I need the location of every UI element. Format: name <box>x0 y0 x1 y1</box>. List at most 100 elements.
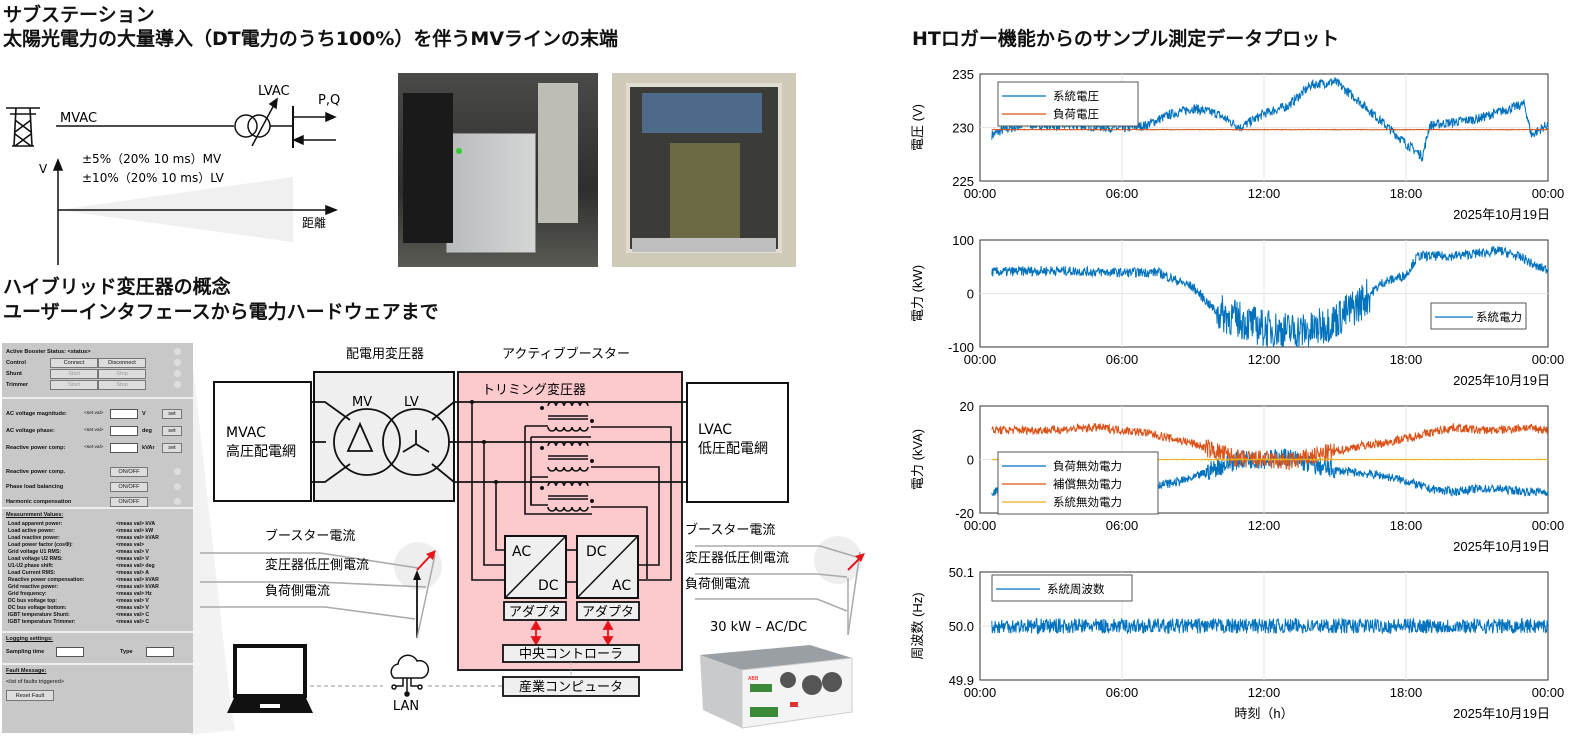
subtitle-concept: ユーザーインタフェースから電力ハードウェアまで <box>3 301 439 323</box>
reactive-comp-label: Reactive power comp: <box>6 444 66 451</box>
active-booster-label: アクティブブースター <box>502 346 630 362</box>
measurement-row: IGBT temperature Shunt:<meas val> C <box>8 612 189 619</box>
ac-magnitude-label: AC voltage magnitude: <box>6 410 67 417</box>
measurement-value: <meas val> kW <box>116 528 154 534</box>
unit-label: V <box>142 410 146 417</box>
measurement-label: Load apparent power: <box>8 521 63 527</box>
abb-logo: ABB <box>748 676 759 682</box>
measurement-value: <meas val> <box>116 542 144 548</box>
set-button[interactable]: set <box>162 425 182 436</box>
ac-magnitude-value: <set val> <box>84 411 104 416</box>
mv-tolerance: ±5%（20% 10 ms）MV <box>82 152 222 166</box>
connect-button[interactable]: Connect <box>50 357 98 368</box>
x-tick-label: 06:00 <box>1106 518 1139 533</box>
x-tick-label: 18:00 <box>1390 685 1423 700</box>
trimmer-start-button[interactable]: Start <box>50 379 98 390</box>
measurement-row: DC bus voltage top:<meas val> V <box>8 598 189 605</box>
legend-label: 系統無効電力 <box>1053 495 1122 509</box>
x-tick-label: 12:00 <box>1248 186 1281 201</box>
ac-label: AC <box>612 578 631 594</box>
trimmer-led <box>174 381 181 388</box>
toggle-label: Phase load balancing <box>6 483 64 490</box>
y-tick-label: 100 <box>952 233 974 248</box>
sampling-time-input[interactable] <box>56 647 84 657</box>
date-label: 2025年10月19日 <box>1453 706 1550 721</box>
ac-magnitude-input[interactable] <box>110 408 138 419</box>
measurement-value: <meas val> kVAR <box>116 535 159 541</box>
y-axis-label: 電力 (kW) <box>910 265 925 322</box>
load-current-label: 負荷側電流 <box>685 577 750 592</box>
transformer-lv-current-label: 変圧器低圧側電流 <box>685 550 789 566</box>
x-tick-label: 18:00 <box>1390 352 1423 367</box>
adapter-label: アダプタ <box>509 605 561 620</box>
mvac-label: MVAC <box>60 111 97 126</box>
shunt-label: Shunt <box>6 370 22 377</box>
legend-label: 系統電圧 <box>1053 89 1099 103</box>
measurement-row: Grid voltage U1 RMS:<meas val> V <box>8 549 189 556</box>
type-input[interactable] <box>146 647 174 657</box>
measurement-row: Load active power:<meas val> kW <box>8 528 189 535</box>
measurement-label: IGBT temperature Trimmer: <box>8 619 76 625</box>
booster-cabinet-photo <box>612 73 796 267</box>
measurement-label: Load reactive power: <box>8 535 60 541</box>
measurement-row: Grid frequency: <meas val> Hz <box>8 591 189 598</box>
reset-fault-button[interactable]: Reset Fault <box>6 690 54 701</box>
pq-label: P,Q <box>318 93 340 108</box>
measurement-value: <meas val> kVA <box>116 521 156 527</box>
trimmer-stop-button[interactable]: Stop <box>98 379 146 390</box>
measurement-row: Load reactive power: <meas val> kVAR <box>8 535 189 542</box>
measurement-row: Grid reactive power: <meas val> kVAR <box>8 584 189 591</box>
disconnect-button[interactable]: Disconnect <box>98 357 146 368</box>
legend-label: 補償無効電力 <box>1053 477 1122 491</box>
laptop-icon <box>227 644 313 713</box>
shunt-start-button[interactable]: Start <box>50 368 98 379</box>
mvac-grid-box <box>213 381 312 502</box>
measurement-value: <meas val> V <box>116 605 149 611</box>
industrial-computer-box <box>502 676 640 697</box>
reactive-comp-input[interactable] <box>110 442 138 453</box>
panel-shadow <box>190 340 235 735</box>
logging-title: Logging settings: <box>6 636 53 642</box>
measurement-value: <meas val> deg <box>116 563 155 569</box>
mvac-label: MVAC <box>226 425 266 441</box>
measurement-label: IGBT temperature Shunt: <box>8 612 70 618</box>
set-button[interactable]: set <box>162 408 182 419</box>
y-axis-label: 周波数 (Hz) <box>910 592 925 659</box>
date-label: 2025年10月19日 <box>1453 539 1550 554</box>
substation-photo <box>398 73 598 267</box>
measurement-value: <meas val> kVAR <box>116 584 159 590</box>
toggle-label: Harmonic compensation <box>6 498 72 505</box>
control-label: Control <box>6 359 26 366</box>
shunt-stop-button[interactable]: Stop <box>98 368 146 379</box>
measurement-value: <meas val> V <box>116 556 149 562</box>
y-tick-label: -20 <box>955 506 974 521</box>
phase-balancing-toggle[interactable]: ON/OFF <box>110 481 148 492</box>
ac-phase-input[interactable] <box>110 425 138 436</box>
measurement-label: Load voltage U2 RMS: <box>8 556 63 562</box>
measurement-label: Grid frequency: <box>8 591 47 597</box>
y-tick-label: 0 <box>967 287 974 302</box>
x-tick-label: 00:00 <box>1532 186 1565 201</box>
y-tick-label: 235 <box>952 67 974 82</box>
measurement-value: <meas val> Hz <box>116 591 152 597</box>
ac-phase-value: <set val> <box>84 428 104 433</box>
polarity-dots <box>470 400 594 503</box>
v-axis-label: V <box>39 162 48 176</box>
type-label: Type <box>120 649 133 655</box>
measurement-label: Grid reactive power: <box>8 584 59 590</box>
booster-current-label: ブースター電流 <box>685 522 775 538</box>
fault-title: Fault Message: <box>6 668 47 674</box>
set-button[interactable]: set <box>162 442 182 453</box>
legend-label: 系統周波数 <box>1047 582 1105 596</box>
y-tick-label: 49.9 <box>949 673 974 688</box>
x-tick-label: 12:00 <box>1248 518 1281 533</box>
measurement-row: Load voltage U2 RMS: <meas val> V <box>8 556 189 563</box>
lvac-jp-label: 低圧配電網 <box>698 441 768 457</box>
harmonic-comp-toggle[interactable]: ON/OFF <box>110 496 148 507</box>
reactive-comp-toggle[interactable]: ON/OFF <box>110 466 148 477</box>
legend-label: 系統電力 <box>1476 310 1522 324</box>
